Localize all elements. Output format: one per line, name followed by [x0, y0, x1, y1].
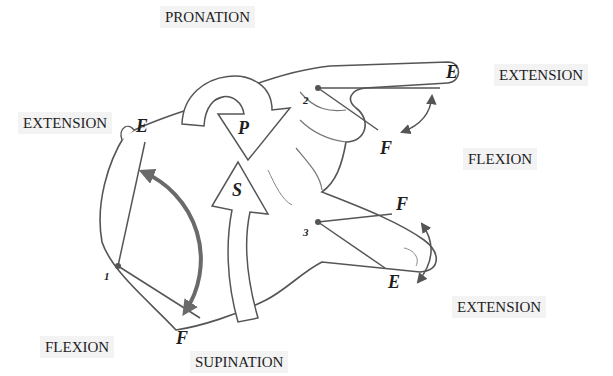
motion-label: FLEXION: [463, 148, 537, 170]
axis-letter: E: [136, 116, 148, 138]
axis-number: 1: [104, 270, 110, 283]
axis-dot: [315, 219, 321, 225]
axis-number: 2: [303, 94, 309, 107]
rotation-letter: P: [238, 118, 249, 140]
motion-arc: [418, 224, 431, 282]
motion-label: EXTENSION: [18, 112, 112, 134]
rotation-letter: S: [232, 180, 242, 202]
finger-crease: [300, 92, 346, 111]
pronation-arrow: [182, 76, 290, 160]
axis-line: [318, 214, 392, 222]
motion-label: EXTENSION: [452, 296, 546, 318]
axis-letter: E: [446, 62, 458, 84]
motion-arc: [402, 96, 432, 132]
supination-arrow: [212, 162, 268, 322]
hand-outline: [100, 62, 458, 330]
axis-line: [318, 87, 440, 89]
motion-label: SUPINATION: [190, 351, 288, 373]
axis-line: [118, 142, 145, 266]
axis-letter: E: [388, 272, 400, 294]
motion-label: PRONATION: [160, 6, 255, 28]
axis-line: [318, 88, 378, 130]
axis-letter: F: [176, 328, 188, 350]
axis-letter: F: [380, 138, 392, 160]
wrist-bone: [121, 126, 134, 140]
axis-line: [318, 222, 385, 268]
axis-dot: [115, 263, 121, 269]
motion-arc: [143, 172, 201, 312]
axis-number: 3: [303, 226, 309, 239]
finger-crease: [296, 148, 322, 190]
axis-letter: F: [396, 194, 408, 216]
finger-crease: [300, 120, 346, 142]
axis-dot: [315, 85, 321, 91]
motion-label: EXTENSION: [494, 64, 588, 86]
thumb-nail: [404, 248, 417, 266]
palm-crease: [268, 170, 292, 205]
motion-label: FLEXION: [40, 336, 114, 358]
